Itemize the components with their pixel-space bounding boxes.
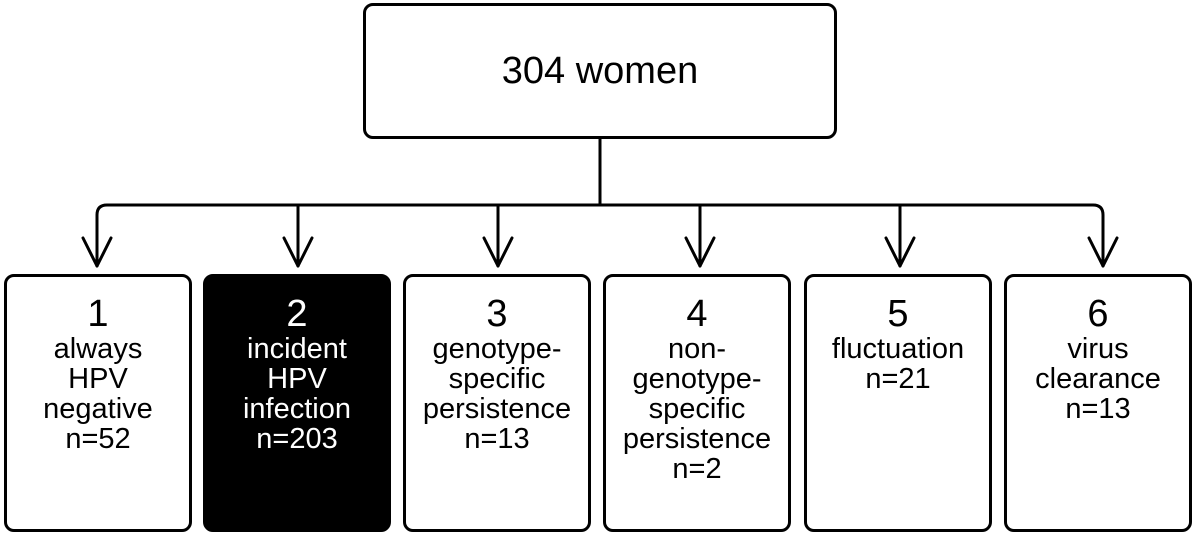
- group-label-line: non-: [667, 333, 727, 365]
- group-number: 5: [887, 293, 909, 335]
- branch-line: [95, 203, 1105, 234]
- arrowhead-6: [1087, 236, 1119, 268]
- group-label-line: persistence: [422, 393, 572, 425]
- group-number: 3: [486, 293, 508, 335]
- group-label-line: clearance: [1035, 363, 1161, 395]
- group-box-1: 1 always HPV negative n=52: [4, 274, 192, 532]
- group-label-line: HPV: [267, 363, 327, 395]
- group-box-2: 2 incident HPV infection n=203: [203, 274, 391, 532]
- group-number: 6: [1087, 293, 1109, 335]
- group-label-line: genotype-: [432, 333, 562, 365]
- group-box-6: 6 virus clearance n=13: [1004, 274, 1192, 532]
- group-box-5: 5 fluctuation n=21: [804, 274, 992, 532]
- group-label-line: negative: [43, 393, 153, 425]
- group-label-line: persistence: [622, 423, 772, 455]
- group-label-line: specific: [648, 393, 746, 425]
- group-box-4: 4 non- genotype- specific persistence n=…: [603, 274, 791, 532]
- group-count: n=13: [1065, 393, 1131, 425]
- root-label: 304 women: [501, 49, 699, 92]
- group-count: n=13: [464, 423, 530, 455]
- group-count: n=2: [672, 453, 722, 485]
- arrowhead-3: [482, 236, 514, 268]
- group-box-3: 3 genotype- specific persistence n=13: [403, 274, 591, 532]
- arrowhead-5: [884, 236, 916, 268]
- group-label-line: genotype-: [632, 363, 762, 395]
- arrowhead-2: [282, 236, 314, 268]
- group-label-line: always: [53, 333, 143, 365]
- group-count: n=203: [256, 423, 338, 455]
- group-label-line: virus: [1067, 333, 1129, 365]
- group-label-line: infection: [242, 393, 351, 425]
- arrowhead-1: [81, 236, 113, 268]
- group-number: 4: [686, 293, 708, 335]
- arrowhead-4: [684, 236, 716, 268]
- group-label-line: specific: [448, 363, 546, 395]
- group-count: n=21: [865, 363, 931, 395]
- root-box: 304 women: [363, 3, 837, 139]
- group-count: n=52: [65, 423, 131, 455]
- group-label-line: incident: [247, 333, 347, 365]
- group-label-line: fluctuation: [831, 333, 965, 365]
- group-number: 2: [286, 293, 308, 335]
- group-label-line: HPV: [68, 363, 128, 395]
- group-number: 1: [87, 293, 109, 335]
